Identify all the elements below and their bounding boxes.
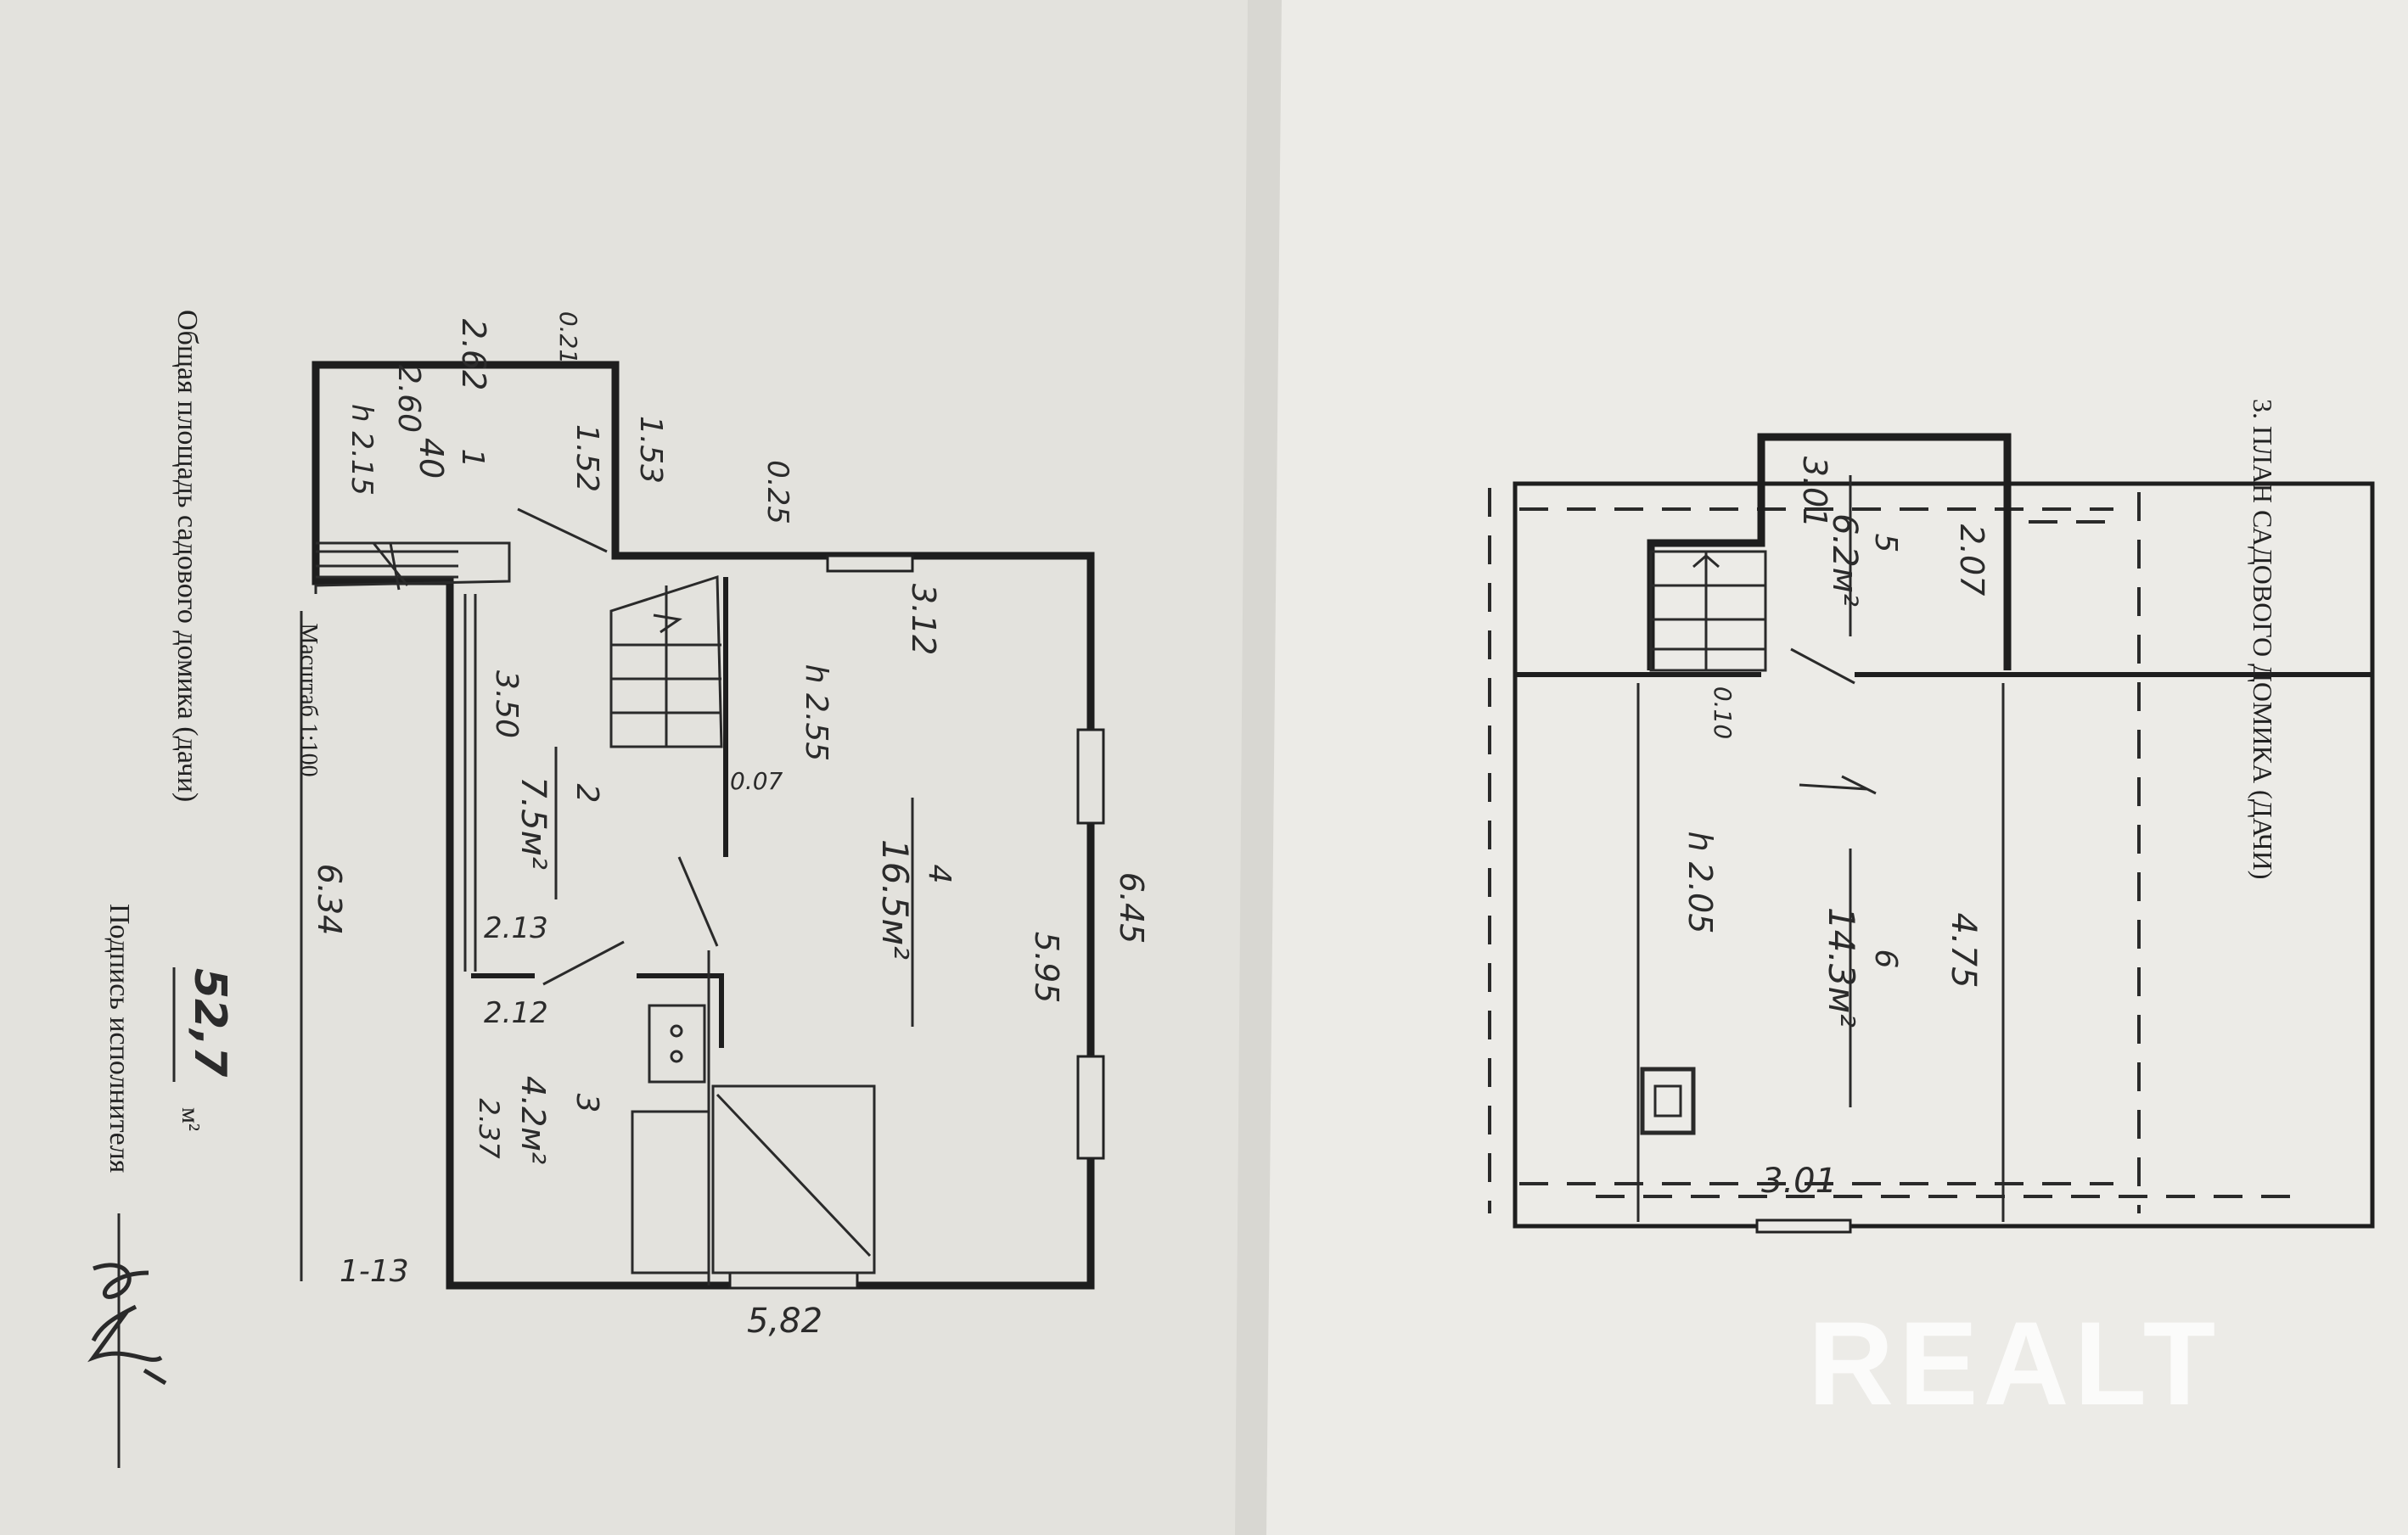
dim-1-13: 1-13 [340, 1254, 409, 1289]
page-fold-shadow [1235, 0, 1282, 1535]
room-4-area: 16.5м² [874, 839, 916, 960]
room-1-height: h 2.15 [345, 404, 379, 496]
dim-5-82: 5,82 [747, 1302, 822, 1341]
dim-0-21: 0.21 [554, 311, 582, 364]
total-area-value: 52,7 [184, 968, 235, 1078]
porch-steps [316, 542, 458, 591]
dim-1-52: 1.52 [570, 424, 604, 492]
dim-2-37: 2.37 [473, 1098, 505, 1159]
scale-label: Масштаб 1:100 [295, 623, 322, 776]
upper-dim-0-10: 0.10 [1709, 686, 1737, 739]
paper-sheet-right [1249, 0, 2408, 1535]
signature-label: Подпись исполнителя [104, 904, 135, 1174]
ground-floor-outer-wall [312, 361, 1095, 1290]
paper-sheet-left [0, 0, 1282, 1535]
room-6-height: h 2.05 [1681, 832, 1719, 934]
room-3-number: 3 [570, 1094, 604, 1113]
realt-watermark-logo: REALT [1808, 1297, 2220, 1430]
upper-window-bottom [1755, 1218, 1852, 1234]
dim-0-25: 0.25 [761, 460, 794, 524]
dim-6-45: 6.45 [1113, 872, 1150, 944]
door-swing-3 [542, 940, 625, 986]
room-6-area: 14.3м² [1821, 907, 1862, 1028]
room-3-area: 4.2м² [514, 1076, 552, 1164]
ground-floor-staircase [609, 574, 723, 748]
upper-tick-marks [1799, 775, 1877, 795]
upper-dim-3-01-bottom: 3.01 [1761, 1162, 1837, 1201]
room-5-area: 6.2м² [1825, 513, 1864, 607]
dim-2-13: 2.13 [484, 911, 548, 945]
sink-symbol [648, 1004, 706, 1084]
upper-door-swing [1790, 647, 1855, 685]
ground-floor-labels: 2.62 0.21 2.60 1 40 h 2.15 1.52 1.53 0.2… [311, 311, 1150, 1341]
stove-symbol [1640, 1067, 1696, 1135]
upper-floor-labels: 3.01 5 6.2м² 2.07 0.10 h 2.05 6 14.3м² 4… [1681, 457, 1990, 1201]
plan-heading: 3. ПЛАН САДОВОГО ДОМИКА (ДАЧИ) [2248, 399, 2278, 879]
upper-dim-4-75: 4.75 [1944, 912, 1983, 988]
door-swing-1 [517, 507, 608, 553]
stove-block [711, 1084, 876, 1274]
door-swing-2 [677, 856, 719, 947]
attic-outline-dashed-outer [1488, 488, 2309, 1213]
dim-3-12: 3.12 [905, 584, 942, 656]
dim-2-12: 2.12 [484, 996, 548, 1030]
room-6-number: 6 [1868, 950, 1903, 969]
dim-6-34: 6.34 [311, 864, 348, 936]
interior-wall-bath-right [637, 973, 724, 1048]
porch-outline [314, 541, 511, 594]
kitchen-counter [631, 1110, 710, 1274]
room-4-height: h 2.55 [799, 664, 834, 761]
upper-floor-plan [1488, 433, 2375, 1234]
left-wall-inner-line [463, 594, 477, 972]
room-2-area: 7.5м² [514, 776, 553, 870]
total-area-label: Общая площадь садового домика (дачи) [171, 310, 203, 802]
dim-0-07: 0.07 [730, 767, 783, 795]
signature-scribble [87, 1263, 167, 1386]
upper-dim-3-01-top: 3.01 [1796, 457, 1833, 529]
dim-2-62: 2.62 [455, 319, 492, 391]
ground-floor-windows [728, 554, 1105, 1290]
upper-floor-staircase [1649, 550, 1767, 672]
dim-2-60: 2.60 [391, 365, 426, 433]
room-4-number: 4 [922, 865, 957, 884]
upper-dim-2-07: 2.07 [1953, 524, 1990, 597]
dim-3-50: 3.50 [489, 670, 524, 738]
upper-floor-outer-wall [1513, 481, 2375, 1229]
attic-outline-dashed-inner [1519, 507, 2113, 1185]
room-2-number: 2 [570, 784, 604, 804]
total-area-unit: м² [177, 1107, 205, 1131]
room-5-number: 5 [1868, 534, 1903, 553]
dim-5-95: 5.95 [1028, 932, 1065, 1004]
ground-floor-plan [300, 361, 1105, 1290]
dim-1-53: 1.53 [633, 416, 668, 484]
room-1-area: 40 [413, 438, 450, 479]
room-1-number: 1 [455, 449, 490, 468]
